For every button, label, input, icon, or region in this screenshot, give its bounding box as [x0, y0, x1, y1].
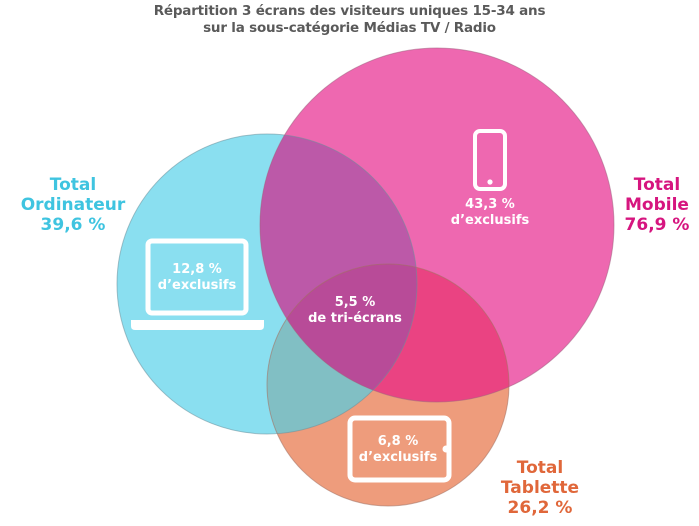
- chart-title-line-1: Répartition 3 écrans des visiteurs uniqu…: [153, 3, 546, 19]
- tablette-exclusive-value: 6,8 %: [377, 434, 419, 449]
- total-ordinateur-value: 39,6 %: [40, 215, 106, 235]
- tri-ecrans-label: 5,5 % de tri-écrans: [300, 295, 410, 327]
- tablet-icon: [347, 415, 452, 483]
- total-ordinateur-label: Total Ordinateur 39,6 %: [14, 175, 132, 235]
- total-mobile-label: Total Mobile 76,9 %: [617, 175, 697, 235]
- mobile-exclusive-label: 43,3 % d’exclusifs: [440, 197, 540, 229]
- chart-title: Répartition 3 écrans des visiteurs uniqu…: [0, 3, 699, 37]
- total-mobile-value: 76,9 %: [624, 215, 690, 235]
- ordinateur-exclusive-label: 12,8 % d’exclusifs: [148, 262, 246, 294]
- total-tablette-label: Total Tablette 26,2 %: [488, 458, 592, 518]
- chart-title-line-2: sur la sous-catégorie Médias TV / Radio: [203, 20, 496, 36]
- ordinateur-exclusive-value: 12,8 %: [172, 262, 222, 277]
- mobile-exclusive-value: 43,3 %: [465, 197, 515, 212]
- tablette-exclusive-label: 6,8 % d’exclusifs: [350, 434, 446, 466]
- laptop-icon: [131, 238, 264, 330]
- tri-ecrans-value: 5,5 %: [334, 295, 376, 310]
- smartphone-icon: [473, 129, 507, 191]
- total-tablette-value: 26,2 %: [507, 498, 573, 518]
